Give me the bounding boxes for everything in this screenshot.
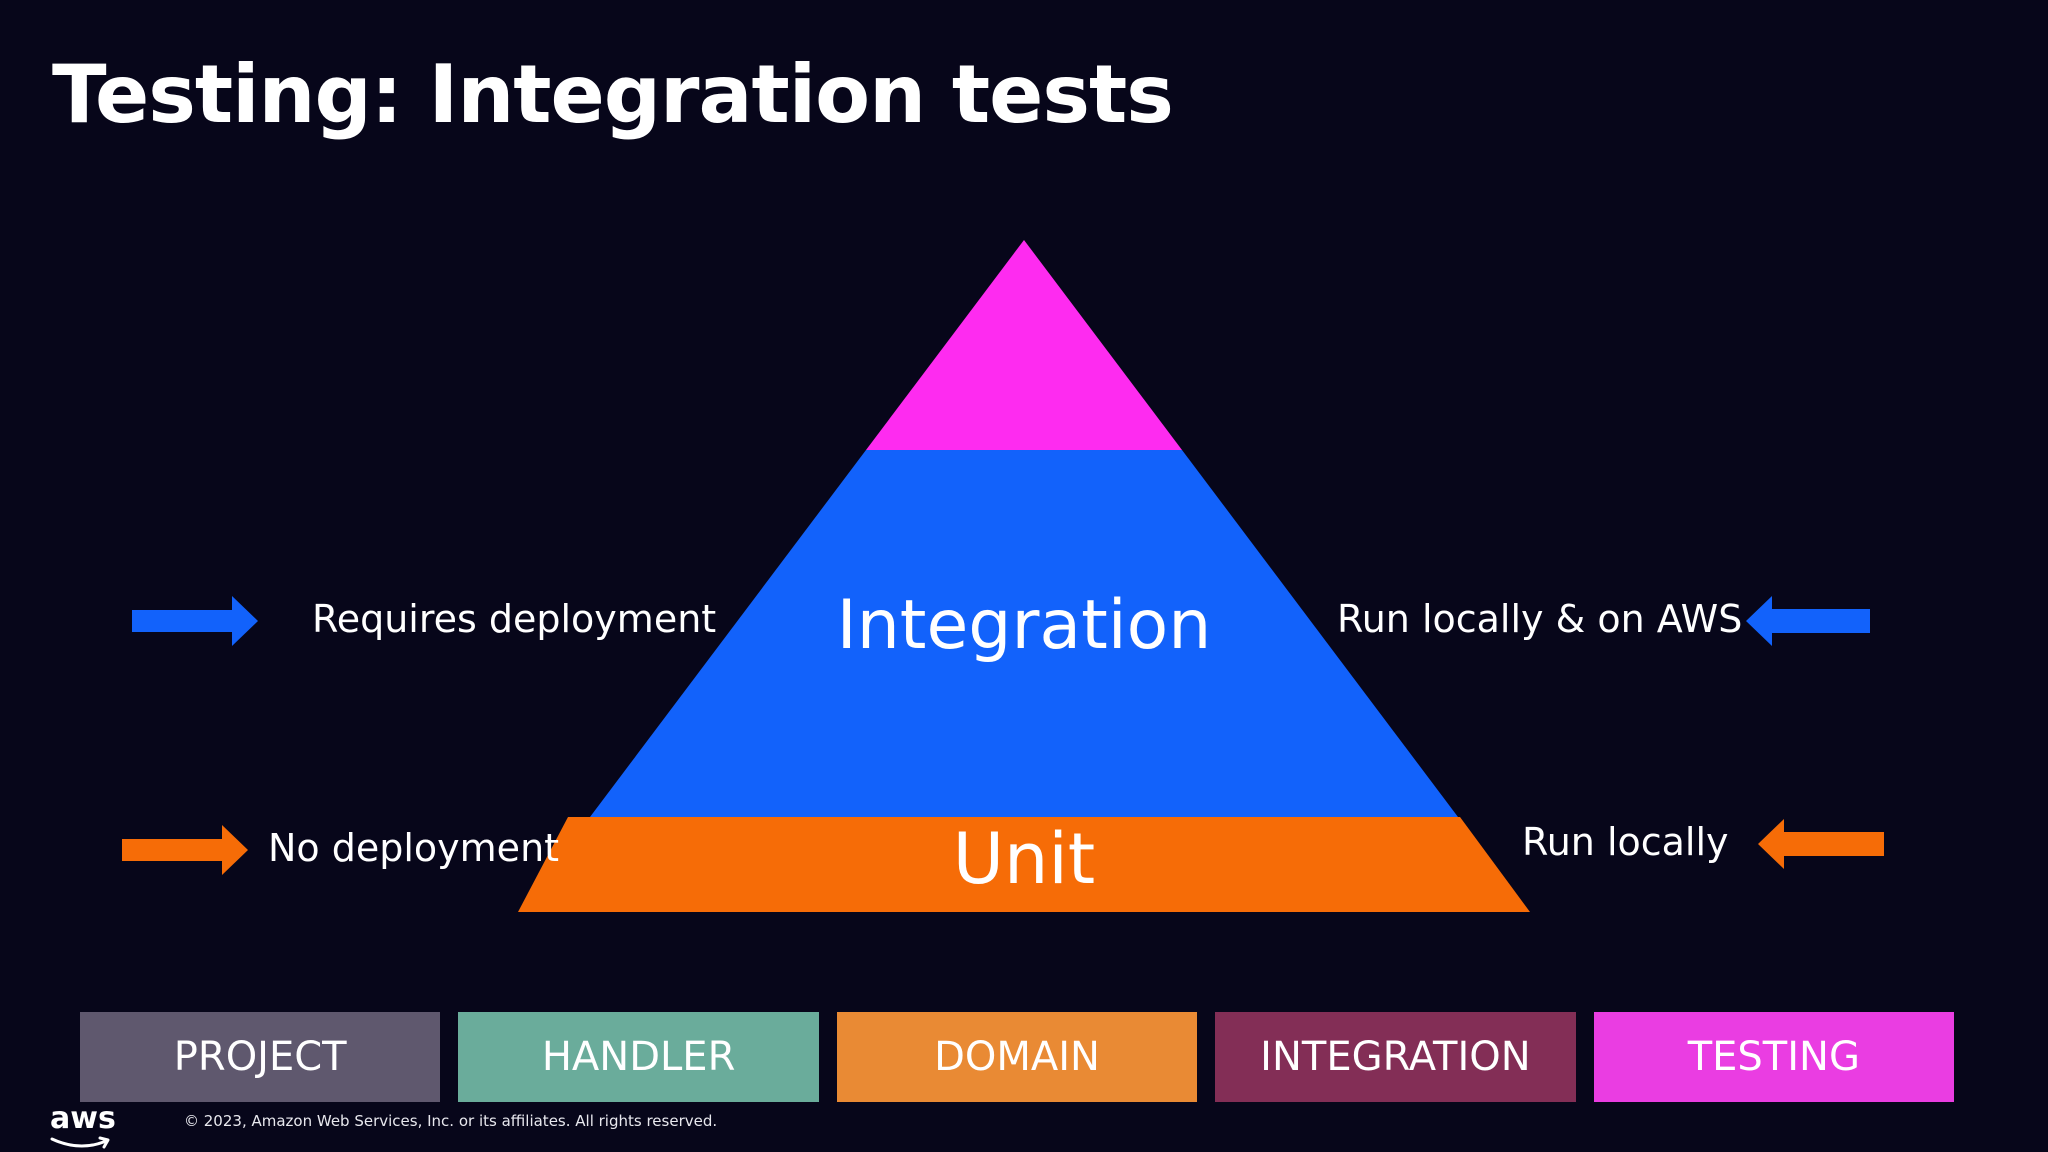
requires-deployment-label: Requires deployment [312, 597, 717, 641]
tab-integration[interactable]: INTEGRATION [1215, 1012, 1576, 1102]
left-arrow-icon [1746, 596, 1870, 646]
pyramid-layer-top [866, 240, 1182, 450]
slide-title: Testing: Integration tests [52, 48, 1174, 141]
run-locally-and-aws-label: Run locally & on AWS [1337, 597, 1743, 641]
aws-smile-icon [50, 1136, 110, 1149]
tab-handler[interactable]: HANDLER [458, 1012, 819, 1102]
tab-domain[interactable]: DOMAIN [836, 1012, 1198, 1102]
pyramid-layer-unit [518, 817, 1530, 912]
right-arrow-icon [122, 825, 248, 875]
pyramid-layer-integration [590, 450, 1458, 817]
left-arrow-icon [1758, 819, 1884, 869]
tab-label: PROJECT [173, 1034, 347, 1080]
section-tabs: PROJECT HANDLER DOMAIN INTEGRATION TESTI… [80, 1012, 1955, 1102]
copyright-notice: © 2023, Amazon Web Services, Inc. or its… [184, 1112, 718, 1130]
aws-logo: aws [50, 1101, 116, 1149]
no-deployment-label: No deployment [268, 826, 560, 870]
tab-label: HANDLER [541, 1034, 736, 1080]
run-locally-label: Run locally [1522, 820, 1729, 864]
pyramid-label-unit: Unit [952, 818, 1096, 900]
tab-label: DOMAIN [934, 1034, 1100, 1080]
right-arrow-icon [132, 596, 258, 646]
tab-label: TESTING [1687, 1034, 1860, 1080]
tab-label: INTEGRATION [1260, 1034, 1531, 1080]
tab-project[interactable]: PROJECT [80, 1012, 441, 1102]
aws-logo-text: aws [50, 1101, 116, 1136]
pyramid-label-integration: Integration [836, 586, 1212, 665]
tab-testing[interactable]: TESTING [1593, 1012, 1955, 1102]
